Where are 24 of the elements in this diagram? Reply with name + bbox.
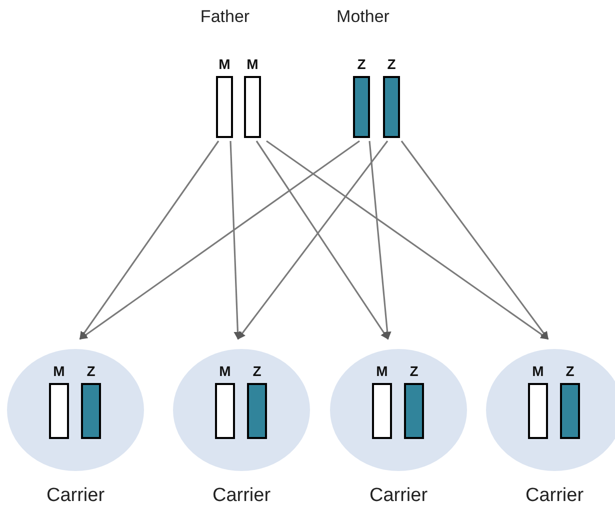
offspring-label: Carrier — [46, 485, 105, 507]
chromosome-label: M — [219, 363, 231, 379]
chromosome-label: M — [246, 56, 258, 72]
arrow — [79, 140, 360, 340]
arrow — [266, 140, 549, 340]
chromosome-label: M — [376, 363, 388, 379]
offspring-label: Carrier — [525, 485, 584, 507]
chromosome-label: M — [53, 363, 65, 379]
offspring-label: Carrier — [369, 485, 428, 507]
chromosome-label: Z — [410, 363, 418, 379]
chromosome-label: Z — [357, 56, 366, 72]
chromosome-label: Z — [86, 363, 96, 379]
chromosome-label: M — [218, 56, 230, 72]
chromosome-label: Z — [252, 363, 262, 379]
parent-label: Mother — [336, 7, 390, 27]
chromosome-label: M — [532, 363, 544, 379]
chromosome-label: Z — [387, 56, 396, 72]
chromosome-label: Z — [566, 363, 574, 379]
arrow — [368, 140, 392, 340]
arrow — [400, 140, 549, 340]
arrow — [79, 140, 220, 340]
offspring-label: Carrier — [212, 485, 271, 507]
arrow — [230, 140, 242, 340]
parent-label: Father — [200, 7, 250, 27]
